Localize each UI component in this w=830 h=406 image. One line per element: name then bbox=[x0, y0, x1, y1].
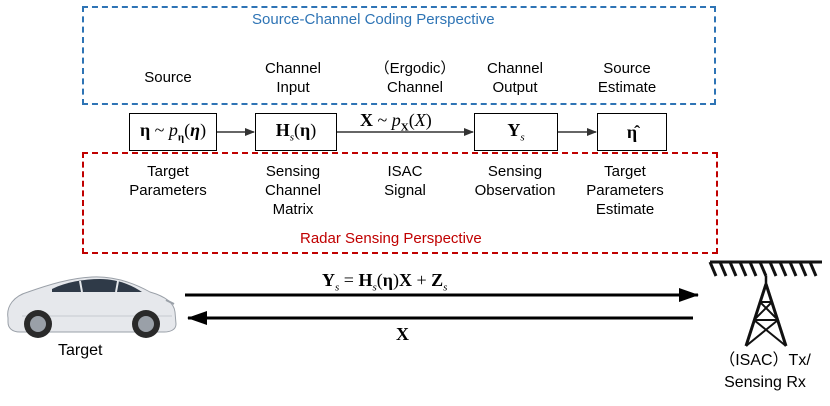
backward-link-equation: X bbox=[396, 324, 409, 344]
tower-label: （ISAC）Tx/ Sensing Rx bbox=[719, 352, 811, 391]
isac-tower-icon bbox=[708, 260, 822, 347]
label-sensing-channel-matrix: Sensing Channel Matrix bbox=[265, 163, 321, 218]
estimate-equation: η̂ bbox=[626, 121, 638, 142]
label-sensing-observation: Sensing Observation bbox=[474, 163, 556, 199]
label-source: Source bbox=[144, 69, 192, 86]
source-channel-title: Source-Channel Coding Perspective bbox=[252, 11, 495, 28]
channel-equation: Hs(η) bbox=[275, 120, 317, 144]
source-equation: η ~ pη(η) bbox=[139, 120, 207, 144]
output-equation: Ys bbox=[507, 120, 525, 144]
label-isac-signal: ISAC Signal bbox=[384, 163, 426, 199]
forward-link-equation: Ys = Hs(η)X + Zs bbox=[322, 270, 448, 294]
target-label: Target bbox=[58, 342, 103, 359]
label-source-estimate: Source Estimate bbox=[597, 60, 657, 96]
channel-box: Hs(η) bbox=[255, 113, 337, 151]
label-channel-output: Channel Output bbox=[487, 60, 543, 96]
car-icon bbox=[7, 276, 177, 338]
label-channel-input: Channel Input bbox=[265, 60, 321, 96]
label-target-parameters: Target Parameters bbox=[129, 163, 207, 199]
source-box: η ~ pη(η) bbox=[129, 113, 217, 151]
output-box: Ys bbox=[474, 113, 558, 151]
radar-sensing-frame bbox=[82, 152, 718, 254]
estimate-box: η̂ bbox=[597, 113, 667, 151]
label-target-parameters-estimate: Target Parameters Estimate bbox=[586, 163, 664, 218]
signal-equation: X ~ pX(X) bbox=[360, 110, 432, 134]
radar-sensing-title: Radar Sensing Perspective bbox=[300, 230, 482, 247]
source-channel-frame bbox=[82, 6, 716, 105]
label-ergodic-channel: （Ergodic） Channel bbox=[374, 60, 456, 96]
